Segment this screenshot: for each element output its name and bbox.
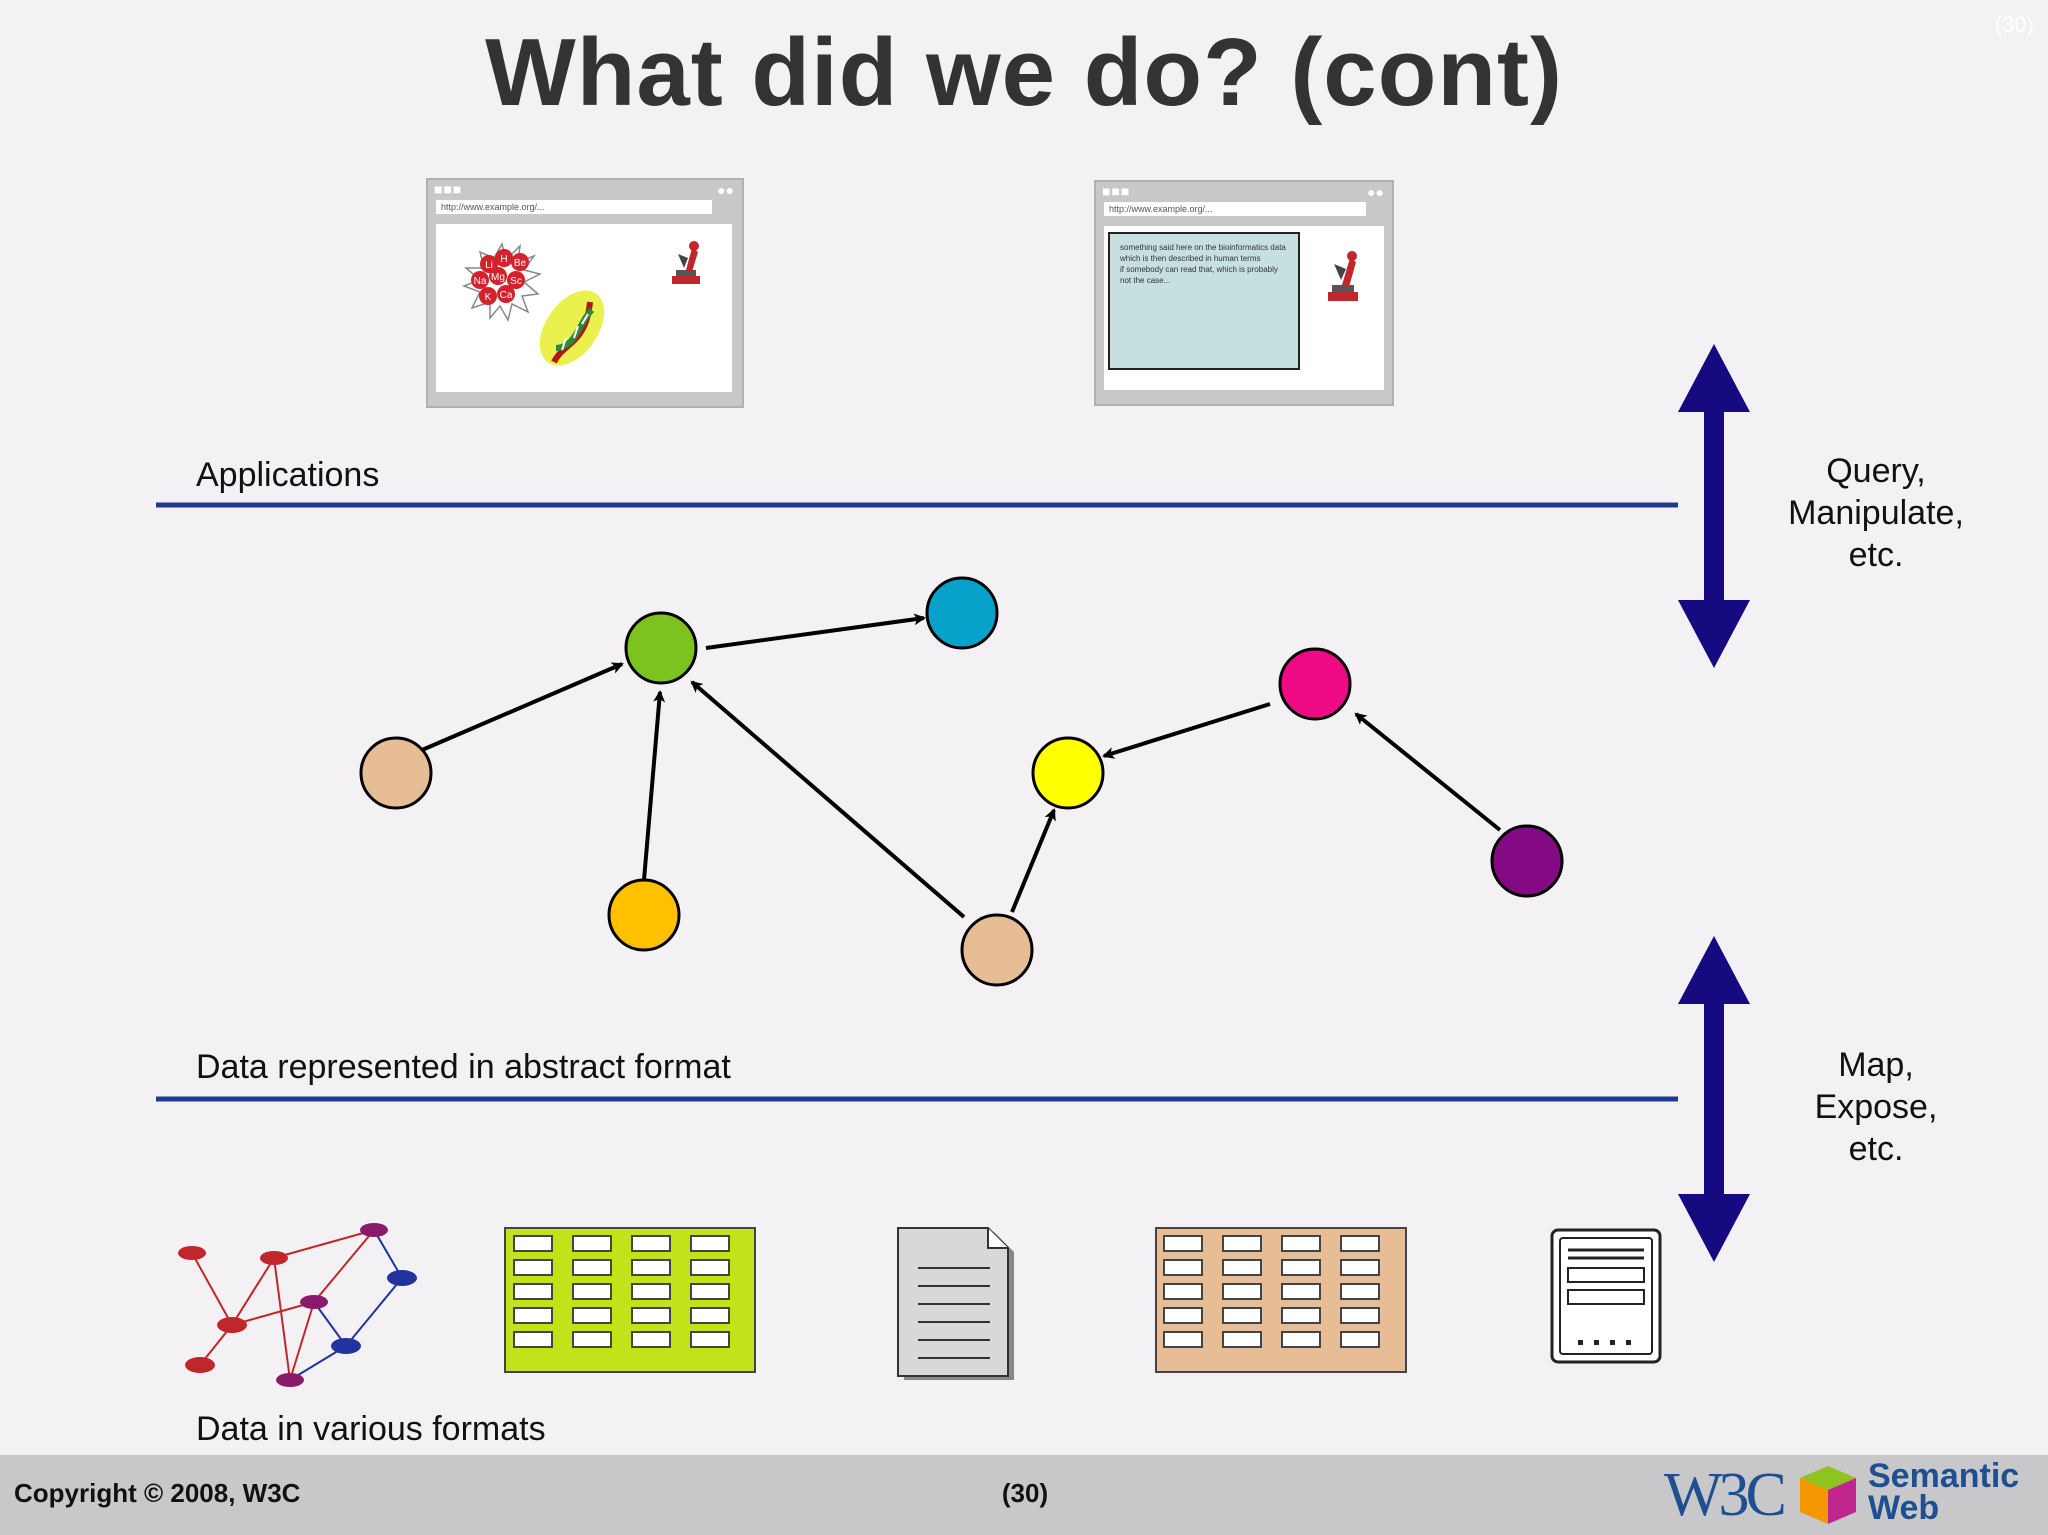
copyright-text: Copyright © 2008, W3C	[14, 1478, 301, 1508]
dna-icon	[539, 290, 605, 366]
graph-edge	[1354, 712, 1502, 832]
spreadsheet-green-icon	[504, 1227, 756, 1373]
graph-node-tan	[960, 913, 1034, 987]
query-manipulate-label: Query, Manipulate, etc.	[1756, 450, 1996, 576]
various-formats-label: Data in various formats	[196, 1410, 546, 1448]
atom-label: Mg	[491, 272, 505, 283]
graph-node-orange	[607, 878, 681, 952]
atom-label: K	[485, 292, 492, 303]
description-line: which is then described in human terms	[1120, 254, 1261, 263]
side-label-line: etc.	[1848, 1130, 1904, 1168]
atom-label: Sc	[510, 276, 522, 287]
graph-node-blue	[925, 576, 999, 650]
description-line: not the case...	[1120, 276, 1171, 285]
microscope-icon	[672, 241, 700, 284]
w3c-logo: W3C	[1664, 1461, 1787, 1529]
spreadsheet-tan-icon	[1155, 1227, 1407, 1373]
side-label-line: etc.	[1848, 536, 1904, 574]
network-graph-icon	[178, 1223, 417, 1387]
atom-label: Na	[474, 276, 487, 287]
atom-label: Ca	[500, 290, 513, 301]
description-line: something said here on the bioinformatic…	[1120, 243, 1286, 252]
side-label-line: Expose,	[1814, 1088, 1938, 1126]
graph-edge	[1010, 808, 1056, 913]
page-number: (30)	[1001, 1478, 1049, 1508]
graph-edge	[690, 680, 966, 919]
web-word: Web	[1868, 1489, 1940, 1527]
side-label-line: Query,	[1826, 452, 1926, 490]
corner-slide-number: (30)	[1994, 12, 2034, 37]
graph-edges	[421, 613, 1502, 919]
molecule-atoms: Li H Be Na Mg Sc K Ca	[471, 249, 529, 305]
window-controls-icon: ■■■	[1102, 183, 1131, 199]
graph-edge	[1102, 702, 1271, 759]
window-buttons-icon: ●●	[717, 182, 734, 198]
graph-node-green	[624, 611, 698, 685]
window-controls-icon: ■■■	[434, 181, 463, 197]
graph-node-tan	[359, 736, 433, 810]
browser-window-right: ■■■ ●● http://www.example.org/... someth…	[1094, 180, 1394, 406]
browser-window-left: ■■■ ●● http://www.example.org/... Li H B…	[426, 178, 744, 408]
microscope-icon	[1328, 251, 1358, 301]
description-line: if somebody can read that, which is prob…	[1120, 265, 1278, 274]
graph-node-yellow	[1031, 736, 1105, 810]
url-bar: http://www.example.org/...	[436, 200, 712, 214]
applications-layer-label: Applications	[196, 456, 380, 494]
graph-node-magenta	[1278, 647, 1352, 721]
graph-node-purple	[1490, 824, 1564, 898]
window-buttons-icon: ●●	[1367, 184, 1384, 200]
diagram-canvas	[156, 344, 1750, 1387]
semantic-word: Semantic	[1868, 1457, 2020, 1495]
browser-content: Li H Be Na Mg Sc K Ca	[436, 224, 732, 392]
lower-double-arrow-icon	[1678, 936, 1750, 1262]
graph-edge	[705, 613, 926, 650]
document-icon	[897, 1227, 1014, 1380]
footer-bar	[0, 1455, 2048, 1535]
atom-label: Li	[485, 260, 493, 271]
url-bar: http://www.example.org/...	[1104, 202, 1366, 216]
text-description-box: something said here on the bioinformatic…	[1108, 232, 1300, 370]
atom-label: Be	[514, 258, 527, 269]
slide-title: What did we do? (cont)	[485, 19, 1563, 126]
form-record-icon	[1550, 1228, 1662, 1364]
side-label-line: Manipulate,	[1788, 494, 1964, 532]
atom-label: H	[500, 254, 507, 265]
molecule-illustration: Li H Be Na Mg Sc K Ca	[461, 241, 700, 366]
map-expose-label: Map, Expose, etc.	[1756, 1044, 1996, 1170]
graph-edge	[421, 662, 624, 752]
upper-double-arrow-icon	[1678, 344, 1750, 668]
side-label-line: Map,	[1838, 1046, 1914, 1084]
graph-edge	[642, 690, 666, 881]
abstract-layer-label: Data represented in abstract format	[196, 1048, 731, 1086]
semantic-web-cube-icon	[1800, 1466, 1856, 1524]
semantic-web-logo-text: Semantic Web	[1868, 1457, 2020, 1527]
